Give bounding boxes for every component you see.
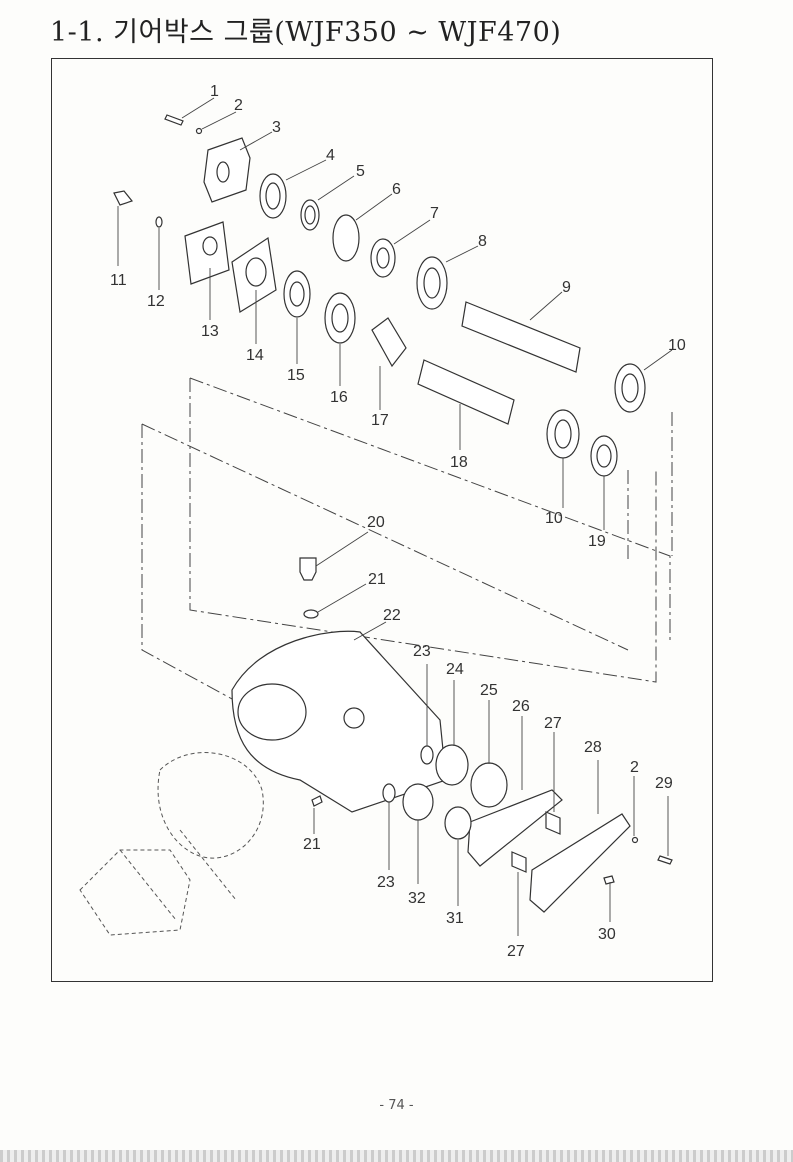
part-label: 2: [630, 759, 639, 776]
part-label: 2: [234, 97, 243, 114]
part-label: 17: [371, 412, 389, 429]
gasket-26: [467, 789, 563, 867]
diagram-frame: [51, 58, 713, 982]
part-label: 12: [147, 293, 165, 310]
part-label: 22: [383, 607, 401, 624]
gear-32: [402, 783, 434, 821]
part-label: 32: [408, 890, 426, 907]
part-label: 4: [326, 147, 335, 164]
part-label: 1: [210, 83, 219, 100]
gear-train: [382, 744, 673, 913]
part-label: 28: [584, 739, 602, 756]
part-label: 29: [655, 775, 673, 792]
pin-27b: [511, 851, 527, 873]
part-label: 20: [367, 514, 385, 531]
gear-24: [435, 744, 469, 786]
ghost-assembly-outline: [79, 752, 264, 936]
bolt-11: [113, 190, 134, 206]
cover-28: [529, 813, 631, 913]
gear-31: [444, 806, 472, 840]
part-label: 21: [368, 571, 386, 588]
oring-12: [155, 216, 163, 228]
gear-25: [470, 762, 508, 808]
washer-2b: [631, 836, 639, 844]
bolt-1: [164, 114, 184, 126]
part-label: 16: [330, 389, 348, 406]
part-number-labels: 1 2 3 4 5 6 7 8 9 10 11 12 13 14 15 16 1…: [110, 83, 686, 960]
part-label: 9: [562, 279, 571, 296]
part-label: 23: [377, 874, 395, 891]
part-label: 26: [512, 698, 530, 715]
part-label: 23: [413, 643, 431, 660]
bevel-gear-17: [371, 317, 407, 368]
part-label: 30: [598, 926, 616, 943]
oring-6: [332, 214, 360, 262]
page-title: 1-1. 기어박스 그룹(WJF350 ~ WJF470): [50, 17, 562, 48]
part-label: 15: [287, 367, 305, 384]
screw-21b: [311, 795, 323, 807]
part-label: 10: [545, 510, 563, 527]
part-label: 11: [110, 272, 127, 289]
leader-lines: [117, 97, 673, 936]
part-label: 14: [246, 347, 264, 364]
pin-27: [545, 811, 561, 835]
part-label: 27: [544, 715, 562, 732]
washer-2: [195, 127, 203, 135]
part-label: 6: [392, 181, 401, 198]
part-label: 19: [588, 533, 606, 550]
page-number: - 74 -: [379, 1098, 414, 1113]
part-label: 24: [446, 661, 464, 678]
screw-30: [603, 875, 615, 885]
oring-21: [303, 609, 319, 619]
part-label: 18: [450, 454, 468, 471]
plug-20: [299, 557, 317, 581]
seal-23b: [382, 783, 396, 803]
shaft-9: [461, 301, 581, 373]
seal-23: [420, 745, 434, 765]
part-label: 7: [430, 205, 439, 222]
part-label: 31: [446, 910, 464, 927]
part-label: 25: [480, 682, 498, 699]
assembly-guide-lines: [141, 377, 673, 707]
part-label: 3: [272, 119, 281, 136]
scan-edge: [0, 1150, 793, 1162]
shaft-upper-parts: [164, 114, 646, 413]
part-label: 27: [507, 943, 525, 960]
part-label: 5: [356, 163, 365, 180]
part-label: 8: [478, 233, 487, 250]
part-label: 10: [668, 337, 686, 354]
part-label: 21: [303, 836, 321, 853]
part-label: 13: [201, 323, 219, 340]
shaft-lower-parts: [113, 190, 618, 477]
gearbox-housing: [231, 557, 447, 813]
shaft-18: [417, 359, 515, 425]
bolt-29: [657, 855, 673, 865]
